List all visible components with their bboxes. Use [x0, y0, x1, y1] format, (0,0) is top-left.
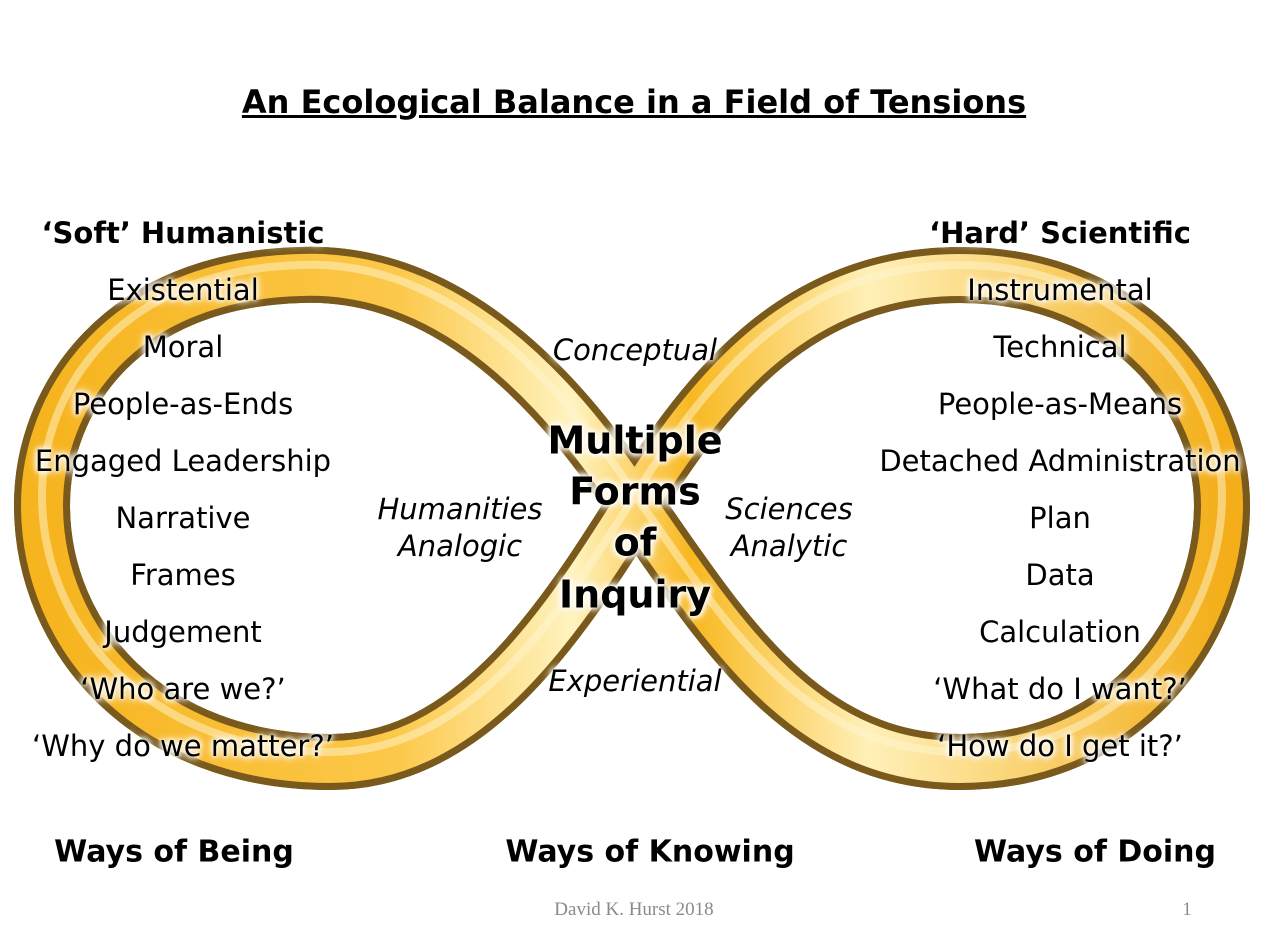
right-item: Plan: [1029, 501, 1091, 535]
center-line: Inquiry: [559, 572, 711, 617]
page-number: 1: [1182, 899, 1192, 920]
right-item: Detached Administration: [879, 444, 1241, 478]
left-item: People-as-Ends: [72, 387, 294, 421]
right-item: ‘How do I get it?’: [937, 729, 1183, 763]
left-item: ‘Why do we matter?’: [32, 729, 334, 763]
left-item: Moral: [142, 330, 224, 364]
humanities-label: Humanities: [377, 492, 543, 526]
left-item: Judgement: [104, 615, 262, 649]
center-line: of: [613, 520, 657, 565]
ways-of-being: Ways of Being: [54, 834, 294, 870]
left-item: Engaged Leadership: [34, 444, 332, 478]
left-item: ‘Who are we?’: [80, 672, 286, 706]
right-item: Instrumental: [967, 273, 1153, 307]
right-item: Calculation: [979, 615, 1141, 649]
left-item: Narrative: [115, 501, 251, 535]
center-line: Multiple: [547, 418, 723, 463]
analytic-label: Analytic: [730, 529, 848, 563]
ways-of-doing: Ways of Doing: [974, 834, 1216, 870]
right-item: Data: [1025, 558, 1095, 592]
author-credit: David K. Hurst 2018: [554, 899, 714, 920]
right-item: ‘What do I want?’: [933, 672, 1187, 706]
left-item: Existential: [107, 273, 259, 307]
left-item: Frames: [130, 558, 236, 592]
sciences-label: Sciences: [725, 492, 853, 526]
left-heading: ‘Soft’ Humanistic: [41, 216, 325, 250]
right-heading: ‘Hard’ Scientific: [929, 216, 1191, 250]
analogic-label: Analogic: [397, 529, 523, 563]
page-title: An Ecological Balance in a Field of Tens…: [241, 83, 1027, 121]
experiential-label: Experiential: [548, 664, 722, 698]
conceptual-label: Conceptual: [552, 333, 718, 367]
center-line: Forms: [569, 469, 701, 514]
right-item: People-as-Means: [937, 387, 1183, 421]
right-item: Technical: [993, 330, 1127, 364]
ways-of-knowing: Ways of Knowing: [505, 834, 795, 870]
